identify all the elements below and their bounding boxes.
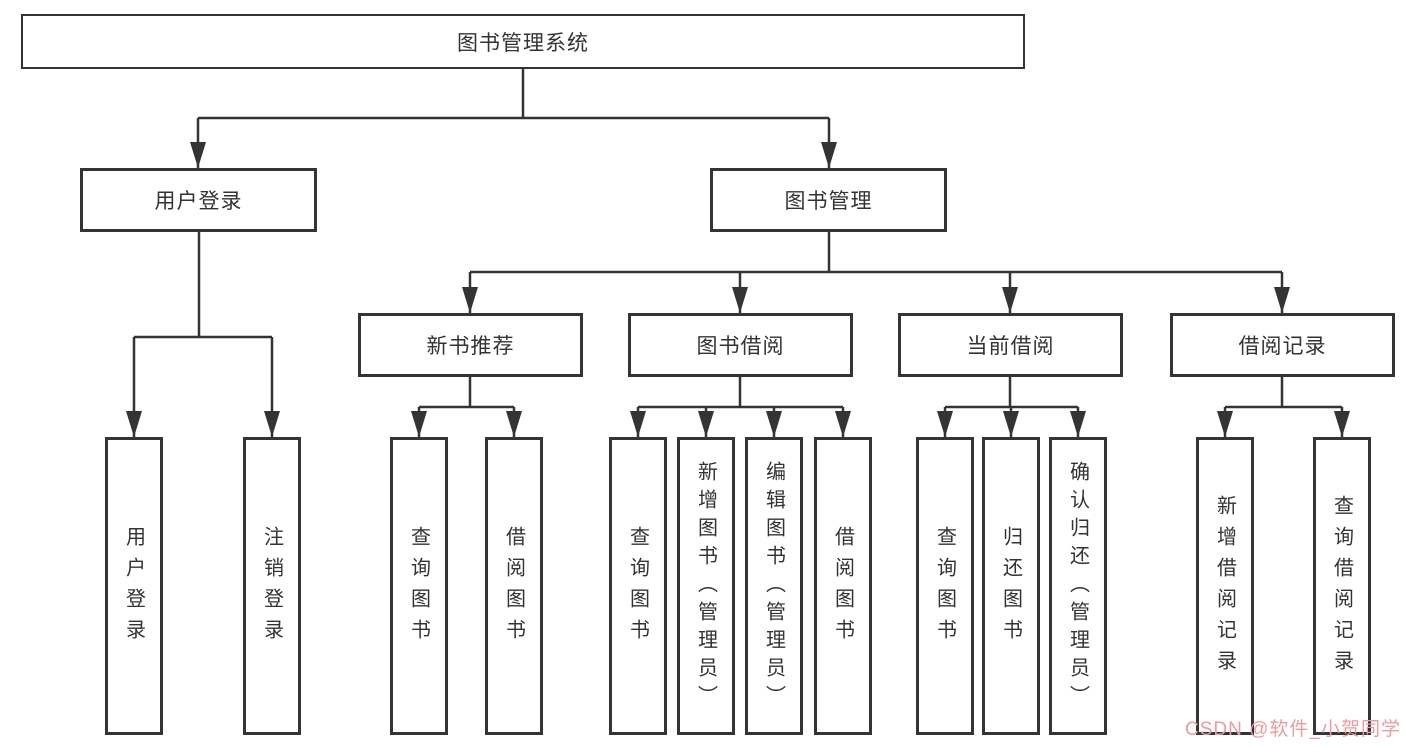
node-library-management-system: 图书管理系统 bbox=[21, 14, 1025, 69]
leaf-recommend-borrow-book: 借阅图书 bbox=[485, 437, 543, 735]
node-current-borrow: 当前借阅 bbox=[898, 313, 1123, 377]
leaf-recommend-query-book: 查询图书 bbox=[390, 437, 448, 735]
csdn-watermark: CSDN @软件_小贺同学 bbox=[1185, 719, 1401, 740]
leaf-return-book: 归还图书 bbox=[982, 437, 1040, 735]
node-user-login: 用户登录 bbox=[80, 168, 317, 232]
node-new-book-recommend: 新书推荐 bbox=[358, 313, 583, 377]
leaf-logout: 注销登录 bbox=[243, 437, 301, 735]
leaf-confirm-return-admin: 确认归还（管理员） bbox=[1049, 437, 1107, 735]
leaf-borrow-book: 借阅图书 bbox=[814, 437, 872, 735]
leaf-current-query-book: 查询图书 bbox=[916, 437, 974, 735]
node-book-borrow: 图书借阅 bbox=[628, 313, 853, 377]
leaf-edit-book-admin: 编辑图书（管理员） bbox=[745, 437, 803, 735]
leaf-user-login: 用户登录 bbox=[105, 437, 163, 735]
node-book-management: 图书管理 bbox=[710, 168, 947, 232]
leaf-add-borrow-record: 新增借阅记录 bbox=[1196, 437, 1254, 735]
node-borrow-record: 借阅记录 bbox=[1170, 313, 1395, 377]
leaf-add-book-admin: 新增图书（管理员） bbox=[677, 437, 735, 735]
leaf-query-borrow-record: 查询借阅记录 bbox=[1313, 437, 1371, 735]
leaf-borrow-query-book: 查询图书 bbox=[609, 437, 667, 735]
